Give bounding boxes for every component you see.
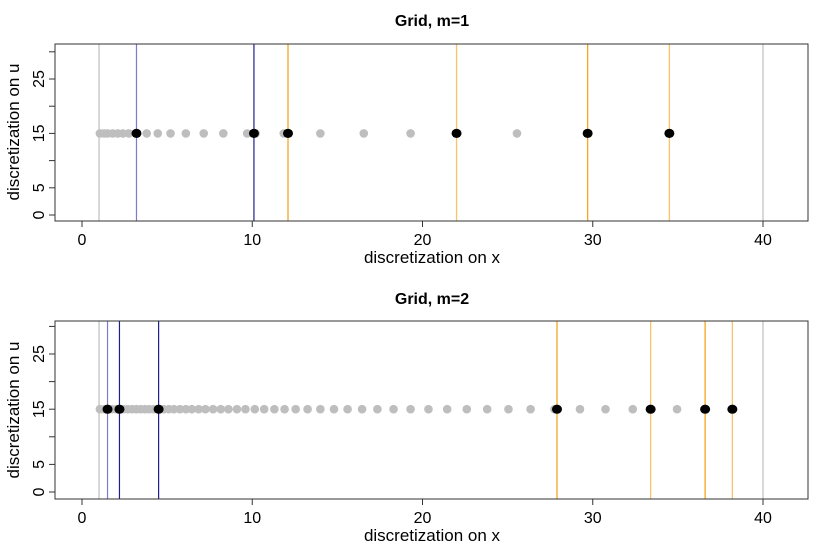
gray-grid-point bbox=[208, 404, 218, 414]
gray-grid-point bbox=[201, 404, 210, 414]
gray-grid-point bbox=[575, 404, 585, 414]
gray-grid-point bbox=[291, 404, 300, 414]
x-axis-label: discretization on x bbox=[364, 248, 501, 267]
gray-grid-point bbox=[628, 404, 638, 414]
gray-grid-point bbox=[187, 404, 197, 414]
gray-grid-point bbox=[373, 404, 382, 414]
gray-grid-point bbox=[241, 404, 250, 414]
y-tick-label: 5 bbox=[31, 460, 48, 469]
gray-grid-point bbox=[482, 404, 492, 414]
x-axis: 0 10 20 30 40 bbox=[78, 221, 772, 249]
x-axis: 0 10 20 30 40 bbox=[78, 499, 772, 527]
gray-grid-point bbox=[316, 404, 325, 414]
gray-grid-point bbox=[462, 404, 472, 414]
y-axis: 0 5 15 25 bbox=[31, 51, 55, 219]
gray-grid-point bbox=[166, 129, 175, 138]
gray-grid-point bbox=[442, 404, 452, 414]
gray-grid-point bbox=[250, 404, 260, 414]
gray-grid-point bbox=[672, 404, 682, 414]
gray-grid-point bbox=[512, 129, 522, 138]
y-tick-label: 0 bbox=[31, 210, 48, 219]
plot-frame bbox=[54, 43, 809, 222]
gray-grid-point bbox=[181, 404, 191, 414]
y-tick-label: 5 bbox=[31, 183, 48, 192]
gray-grid-point bbox=[124, 129, 134, 138]
y-tick-label: 0 bbox=[31, 487, 48, 496]
black-selected-point bbox=[451, 128, 462, 138]
x-tick-label: 40 bbox=[754, 232, 772, 249]
gray-grid-point bbox=[270, 404, 279, 414]
x-tick-label: 30 bbox=[584, 510, 602, 527]
gray-grid-point bbox=[303, 404, 312, 414]
gray-grid-point bbox=[153, 129, 163, 138]
black-selected-point bbox=[551, 404, 562, 414]
gray-grid-point bbox=[280, 404, 289, 414]
y-tick-label: 15 bbox=[31, 124, 48, 142]
x-tick-label: 20 bbox=[414, 510, 432, 527]
gray-grid-point bbox=[169, 404, 179, 414]
gray-grid-point bbox=[142, 129, 151, 138]
gray-grid-point bbox=[424, 404, 433, 414]
gray-grid-point bbox=[232, 404, 242, 414]
gray-grid-point bbox=[329, 404, 339, 414]
y-axis: 0 5 15 25 bbox=[31, 325, 55, 496]
gray-grid-point bbox=[343, 404, 352, 414]
black-selected-point bbox=[283, 128, 294, 138]
black-selected-point bbox=[114, 404, 125, 414]
gray-grid-point bbox=[406, 404, 415, 414]
black-selected-point bbox=[153, 404, 164, 414]
gray-grid-point bbox=[359, 129, 369, 138]
black-selected-point bbox=[582, 128, 593, 138]
x-tick-label: 10 bbox=[243, 232, 261, 249]
gray-grid-point bbox=[504, 404, 513, 414]
data-points bbox=[95, 128, 675, 138]
gray-grid-point bbox=[406, 129, 415, 138]
y-axis-label: discretization on u bbox=[4, 63, 23, 200]
x-tick-label: 10 bbox=[243, 510, 261, 527]
x-tick-label: 0 bbox=[78, 232, 87, 249]
gray-grid-point bbox=[601, 404, 610, 414]
gray-grid-point bbox=[526, 404, 535, 414]
panel-m2: Grid, m=2 0 10 20 30 40 0 5 15 25 discretizatio… bbox=[4, 291, 809, 545]
plot-frame bbox=[54, 320, 809, 500]
gray-grid-point bbox=[194, 404, 203, 414]
y-tick-label: 25 bbox=[31, 70, 48, 88]
gray-grid-point bbox=[316, 129, 325, 138]
gray-grid-point bbox=[224, 404, 233, 414]
gray-grid-point bbox=[199, 129, 209, 138]
gray-grid-point bbox=[118, 129, 128, 138]
gray-grid-point bbox=[242, 129, 252, 138]
y-axis-label: discretization on u bbox=[4, 341, 23, 478]
data-points bbox=[95, 404, 738, 414]
black-selected-point bbox=[102, 404, 113, 414]
black-selected-point bbox=[700, 404, 711, 414]
x-axis-label: discretization on x bbox=[364, 526, 501, 545]
gray-grid-point bbox=[357, 404, 367, 414]
panel-m1: Grid, m=1 0 10 20 30 40 0 5 15 25 discretizatio… bbox=[4, 13, 809, 267]
black-selected-point bbox=[131, 128, 142, 138]
panel-title: Grid, m=2 bbox=[395, 291, 469, 308]
gray-grid-point bbox=[181, 129, 191, 138]
x-tick-label: 40 bbox=[754, 510, 772, 527]
gray-grid-point bbox=[259, 404, 269, 414]
y-tick-label: 25 bbox=[31, 345, 48, 363]
gray-grid-point bbox=[175, 404, 185, 414]
black-selected-point bbox=[645, 404, 656, 414]
black-selected-point bbox=[727, 404, 738, 414]
gray-grid-point bbox=[216, 404, 226, 414]
x-tick-label: 0 bbox=[78, 510, 87, 527]
x-tick-label: 20 bbox=[414, 232, 432, 249]
gray-grid-point bbox=[219, 129, 228, 138]
panel-title: Grid, m=1 bbox=[395, 13, 469, 30]
black-selected-point bbox=[664, 128, 675, 138]
black-selected-point bbox=[248, 128, 259, 138]
gray-grid-point bbox=[389, 404, 398, 414]
x-tick-label: 30 bbox=[584, 232, 602, 249]
vertical-lines bbox=[98, 44, 764, 221]
y-tick-label: 15 bbox=[31, 400, 48, 418]
